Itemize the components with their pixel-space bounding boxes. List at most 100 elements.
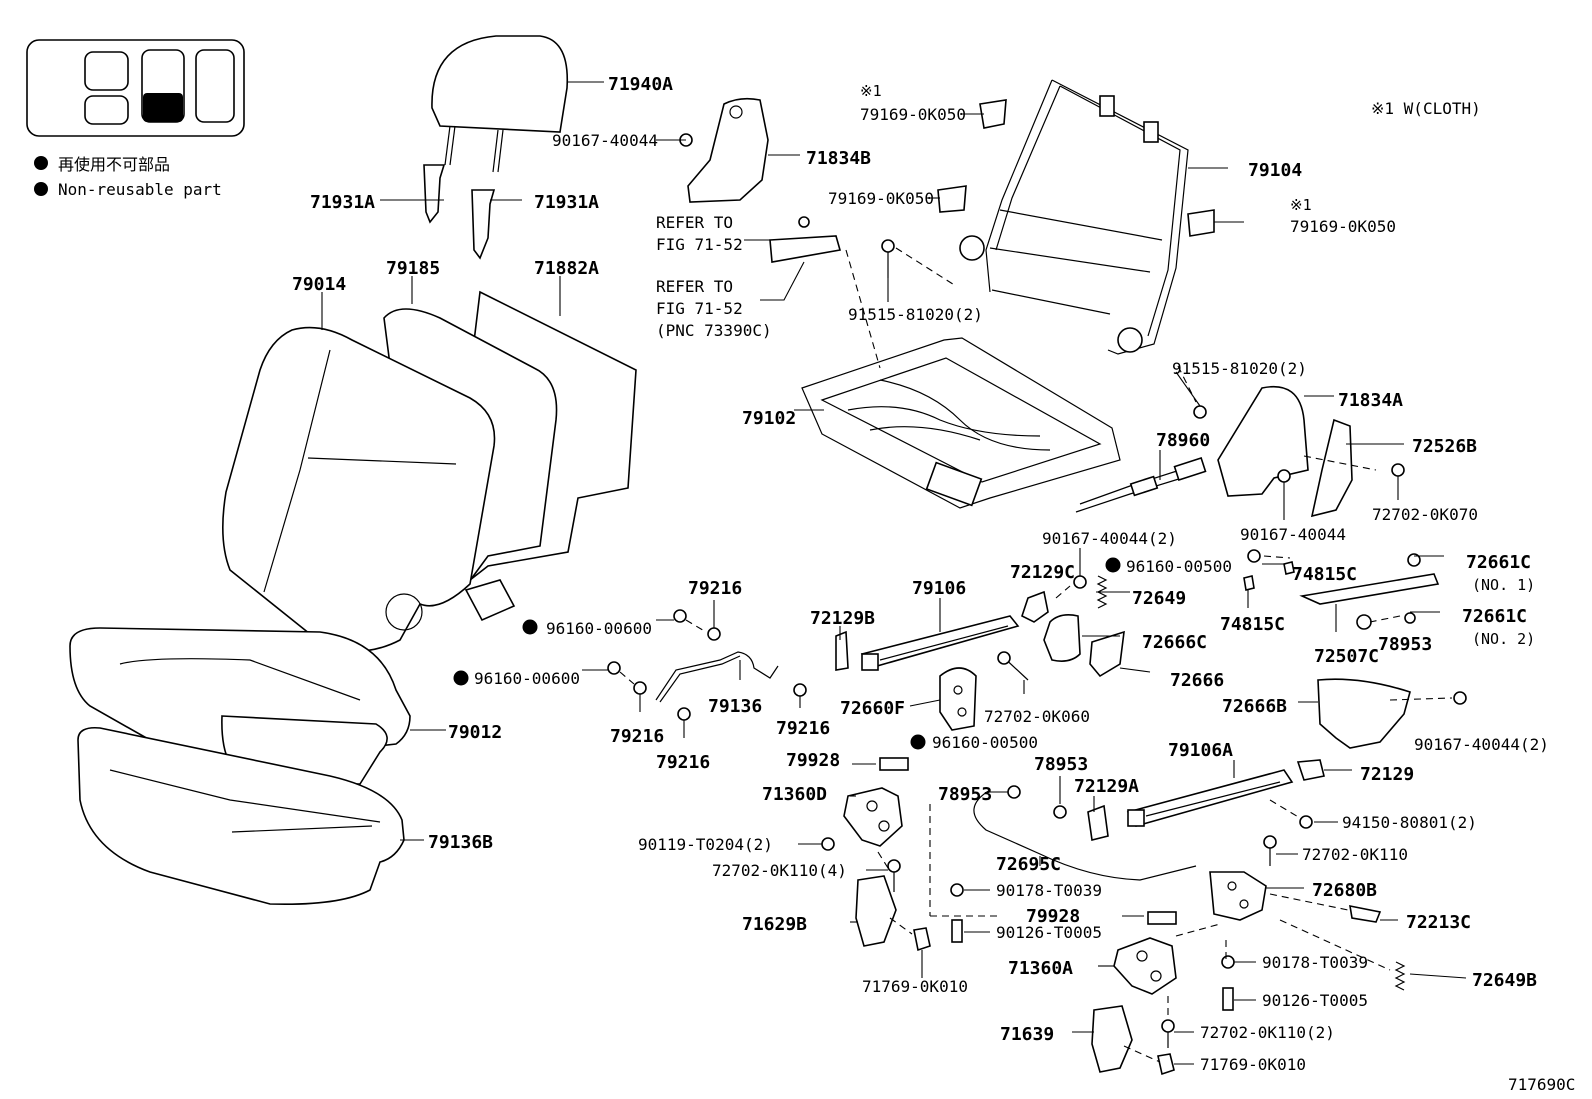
part-label[interactable]: 79106	[912, 578, 966, 599]
lock-72660F-drawing	[939, 667, 977, 731]
part-label[interactable]: 79106A	[1168, 740, 1233, 761]
part-label[interactable]: 72680B	[1312, 880, 1377, 901]
refer-text: (PNC 73390C)	[656, 321, 772, 340]
part-72129C-drawing	[1021, 590, 1049, 623]
part-label[interactable]: 74815C	[1292, 564, 1357, 585]
part-label[interactable]: 72129B	[810, 608, 875, 629]
legend-en: Non-reusable part	[58, 180, 222, 199]
part-label[interactable]: 72702-0K110	[1302, 845, 1408, 864]
part-label[interactable]: 79012	[448, 722, 502, 743]
part-label[interactable]: 71834B	[806, 148, 871, 169]
part-label[interactable]: 79169-0K050	[1290, 217, 1396, 236]
part-label[interactable]: 71629B	[742, 914, 807, 935]
part-label[interactable]: 90178-T0039	[996, 881, 1102, 900]
part-label[interactable]: 72129	[1360, 764, 1414, 785]
part-label[interactable]: 79216	[656, 752, 710, 773]
part-label[interactable]: 79169-0K050	[860, 105, 966, 124]
part-qualifier: (NO. 1)	[1472, 576, 1535, 594]
part-label[interactable]: 71360D	[762, 784, 827, 805]
part-label[interactable]: 96160-00500	[1126, 557, 1232, 576]
part-label[interactable]: 72666B	[1222, 696, 1287, 717]
part-label[interactable]: 71931A	[310, 192, 375, 213]
part-label[interactable]: 90126-T0005	[1262, 991, 1368, 1010]
part-label[interactable]: 90126-T0005	[996, 923, 1102, 942]
part-label[interactable]: 96160-00600	[474, 669, 580, 688]
part-label[interactable]: 79014	[292, 274, 346, 295]
part-label[interactable]: 72507C	[1314, 646, 1379, 667]
part-label[interactable]: 79102	[742, 408, 796, 429]
part-label[interactable]: 90119-T0204(2)	[638, 835, 773, 854]
part-label[interactable]: 72129A	[1074, 776, 1139, 797]
refer-text: REFER TO	[656, 213, 733, 232]
part-label[interactable]: 72702-0K110(4)	[712, 861, 847, 880]
part-label[interactable]: 90167-40044(2)	[1414, 735, 1549, 754]
part-label[interactable]: 79136B	[428, 832, 493, 853]
pad-79169-b	[937, 185, 967, 213]
part-label[interactable]: 72695C	[996, 854, 1061, 875]
nut-icon	[1404, 612, 1416, 624]
part-label[interactable]: 72666C	[1142, 632, 1207, 653]
part-label[interactable]: 72526B	[1412, 436, 1477, 457]
part-label[interactable]: 72702-0K060	[984, 707, 1090, 726]
part-label[interactable]: 71834A	[1338, 390, 1403, 411]
part-label[interactable]: 79169-0K050	[828, 189, 934, 208]
stud-icon	[1222, 987, 1234, 1011]
part-label[interactable]: 79136	[708, 696, 762, 717]
clip-74815C-b-drawing	[1243, 575, 1255, 591]
headrest-drawing	[431, 35, 569, 173]
part-label[interactable]: 79104	[1248, 160, 1302, 181]
part-label[interactable]: 79216	[688, 578, 742, 599]
part-label[interactable]: 79928	[1026, 906, 1080, 927]
part-label[interactable]: 72702-0K070	[1372, 505, 1478, 524]
ring-icon	[633, 681, 647, 695]
part-label[interactable]: 72649	[1132, 588, 1186, 609]
part-label[interactable]: 79928	[786, 750, 840, 771]
part-label[interactable]: 94150-80801(2)	[1342, 813, 1477, 832]
part-label[interactable]: 71931A	[534, 192, 599, 213]
part-label[interactable]: 96160-00500	[932, 733, 1038, 752]
part-qualifier: (NO. 2)	[1472, 630, 1535, 648]
part-label[interactable]: 72666	[1170, 670, 1224, 691]
part-label[interactable]: 90167-40044	[1240, 525, 1346, 544]
part-label[interactable]: 71940A	[608, 74, 673, 95]
non-reusable-bullet-icon	[910, 734, 926, 750]
part-72666-drawing	[1089, 630, 1125, 678]
bolt-icon	[1193, 405, 1207, 419]
refer-text: REFER TO	[656, 277, 733, 296]
part-label[interactable]: 71769-0K010	[1200, 1055, 1306, 1074]
part-label[interactable]: 72660F	[840, 698, 905, 719]
part-label[interactable]: 79216	[776, 718, 830, 739]
part-label[interactable]: 72702-0K110(2)	[1200, 1023, 1335, 1042]
part-label[interactable]: 72129C	[1010, 562, 1075, 583]
part-label[interactable]: 72649B	[1472, 970, 1537, 991]
part-label[interactable]: 72661C	[1462, 606, 1527, 627]
part-label[interactable]: 78960	[1156, 430, 1210, 451]
part-label[interactable]: 71360A	[1008, 958, 1073, 979]
part-label[interactable]: 79216	[610, 726, 664, 747]
part-label[interactable]: 78953	[1378, 634, 1432, 655]
belt-anchor-drawing	[769, 216, 842, 263]
part-label[interactable]: 74815C	[1220, 614, 1285, 635]
ring-icon	[793, 683, 807, 697]
ring-icon	[1053, 805, 1067, 819]
part-label[interactable]: 72661C	[1466, 552, 1531, 573]
part-label[interactable]: 91515-81020(2)	[1172, 359, 1307, 378]
cover-72666B-drawing	[1317, 678, 1411, 749]
part-label[interactable]: 90178-T0039	[1262, 953, 1368, 972]
part-label[interactable]: 96160-00600	[546, 619, 652, 638]
part-label[interactable]: 72213C	[1406, 912, 1471, 933]
belt-78960-drawing	[1075, 457, 1207, 513]
part-label[interactable]: 71639	[1000, 1024, 1054, 1045]
part-label[interactable]: 71882A	[534, 258, 599, 279]
bolt-icon	[887, 859, 901, 873]
part-label[interactable]: 71769-0K010	[862, 977, 968, 996]
part-label[interactable]: 91515-81020(2)	[848, 305, 983, 324]
part-label[interactable]: 78953	[938, 784, 992, 805]
part-label[interactable]: 78953	[1034, 754, 1088, 775]
part-label[interactable]: 90167-40044	[552, 131, 658, 150]
screw-icon	[1453, 691, 1467, 705]
ring-icon	[677, 707, 691, 721]
part-label[interactable]: 79185	[386, 258, 440, 279]
part-label[interactable]: 90167-40044(2)	[1042, 529, 1177, 548]
